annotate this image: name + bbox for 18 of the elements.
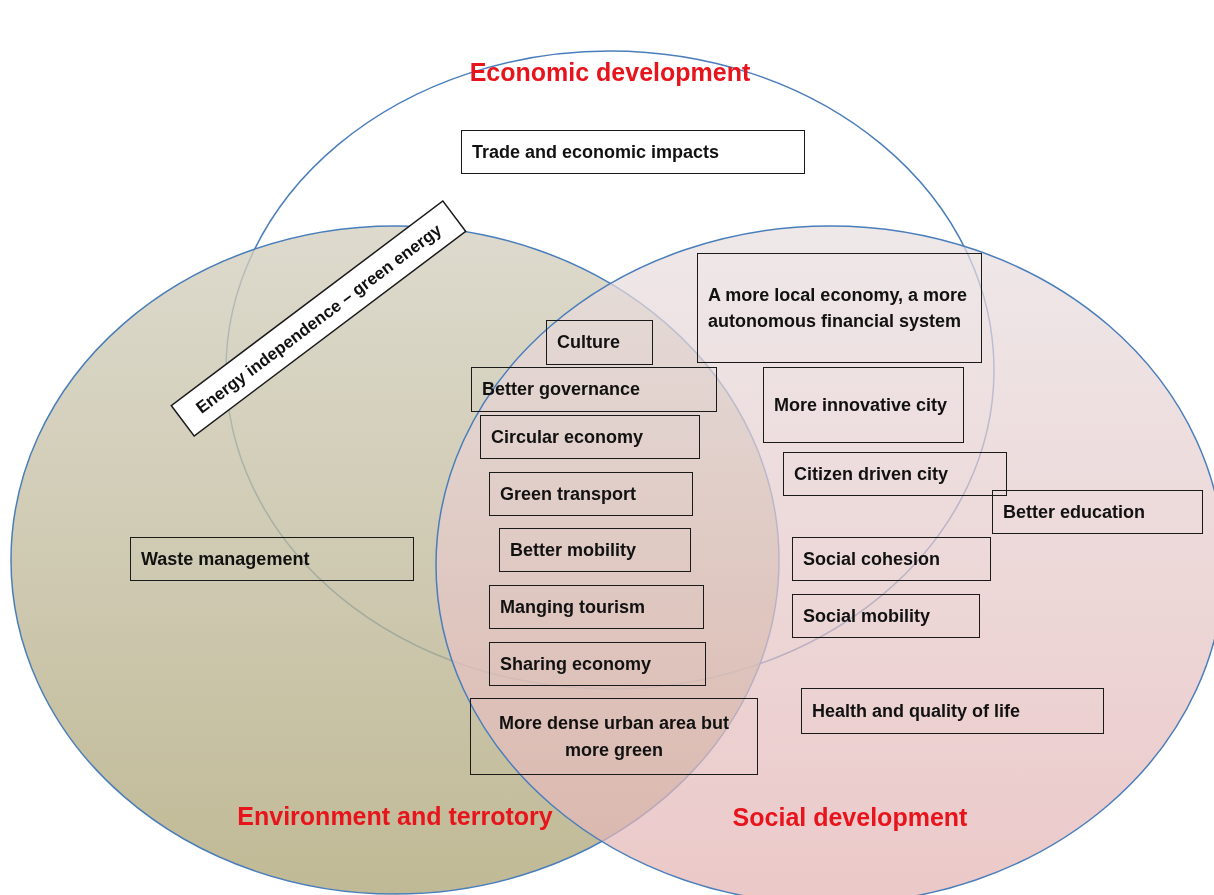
topic-box: Health and quality of life	[801, 688, 1104, 734]
topic-box: A more local economy, a more autonomous financial system	[697, 253, 982, 363]
topic-box: Manging tourism	[489, 585, 704, 629]
topic-box: Citizen driven city	[783, 452, 1007, 496]
topic-box: More innovative city	[763, 367, 964, 443]
topic-box: Better mobility	[499, 528, 691, 572]
circle-heading: Environment and terrotory	[236, 802, 554, 831]
circle-heading: Social development	[731, 803, 969, 832]
topic-box: Sharing economy	[489, 642, 706, 686]
topic-box: Social cohesion	[792, 537, 991, 581]
topic-box: Culture	[546, 320, 653, 365]
topic-box: Waste management	[130, 537, 414, 581]
topic-box: More dense urban area but more green	[470, 698, 758, 775]
topic-box: Trade and economic impacts	[461, 130, 805, 174]
topic-box: Circular economy	[480, 415, 700, 459]
topic-box: Green transport	[489, 472, 693, 516]
circle-heading: Economic development	[468, 58, 752, 87]
topic-box: Better education	[992, 490, 1203, 534]
